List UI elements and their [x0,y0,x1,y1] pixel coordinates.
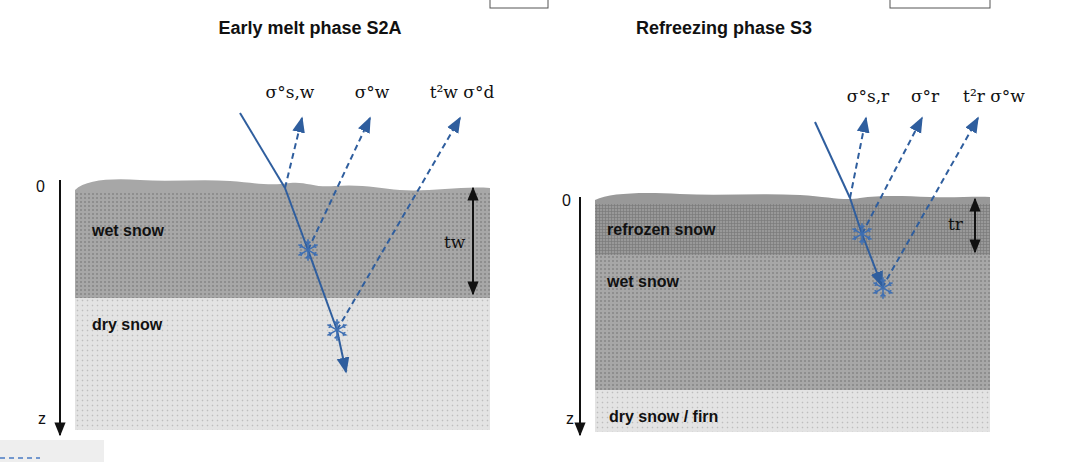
depth-axis-label: z [38,410,46,428]
snow-layer: refrozen snow [595,204,990,255]
ray-paths [240,113,460,372]
thickness-arrow [472,188,474,294]
layer-label: dry snow / firn [609,408,718,426]
depth-zero: 0 [36,178,45,196]
ray-paths [815,118,978,288]
backscatter-symbol: t²r σ°w [963,86,1025,106]
backscatter-symbol: t²w σ°d [430,82,495,102]
layer-label: wet snow [92,222,164,240]
layer-label: wet snow [607,273,679,291]
backscatter-symbol: σ°s,w [266,82,315,102]
thickness-symbol: tw [444,232,465,252]
depth-axis [579,197,581,435]
scatter-star [852,223,871,245]
cut-box [890,0,990,8]
panel-title: Early melt phase S2A [218,18,401,39]
scatter-star [327,319,346,341]
corner-patch [0,440,104,462]
depth-axis-label: z [566,410,574,428]
backscatter-symbol: σ°s,r [847,86,889,106]
depth-zero: 0 [562,192,571,210]
snow-layer: dry snow [75,298,490,430]
backscatter-symbol: σ°r [911,86,939,106]
thickness-arrow [974,199,976,252]
snow-layer: wet snow [595,255,990,390]
backscatter-symbol: σ°w [355,82,390,102]
snow-layer: wet snow [75,192,490,298]
scatter-star [298,239,317,261]
layer-label: dry snow [92,316,162,334]
depth-axis [59,180,61,435]
snow-layer: dry snow / firn [595,390,990,432]
dashed-rule [0,457,40,459]
thickness-symbol: tr [948,214,963,234]
scatter-star [873,277,892,299]
panel-title: Refreezing phase S3 [636,18,812,39]
layer-label: refrozen snow [607,221,715,239]
cut-box [490,0,548,8]
